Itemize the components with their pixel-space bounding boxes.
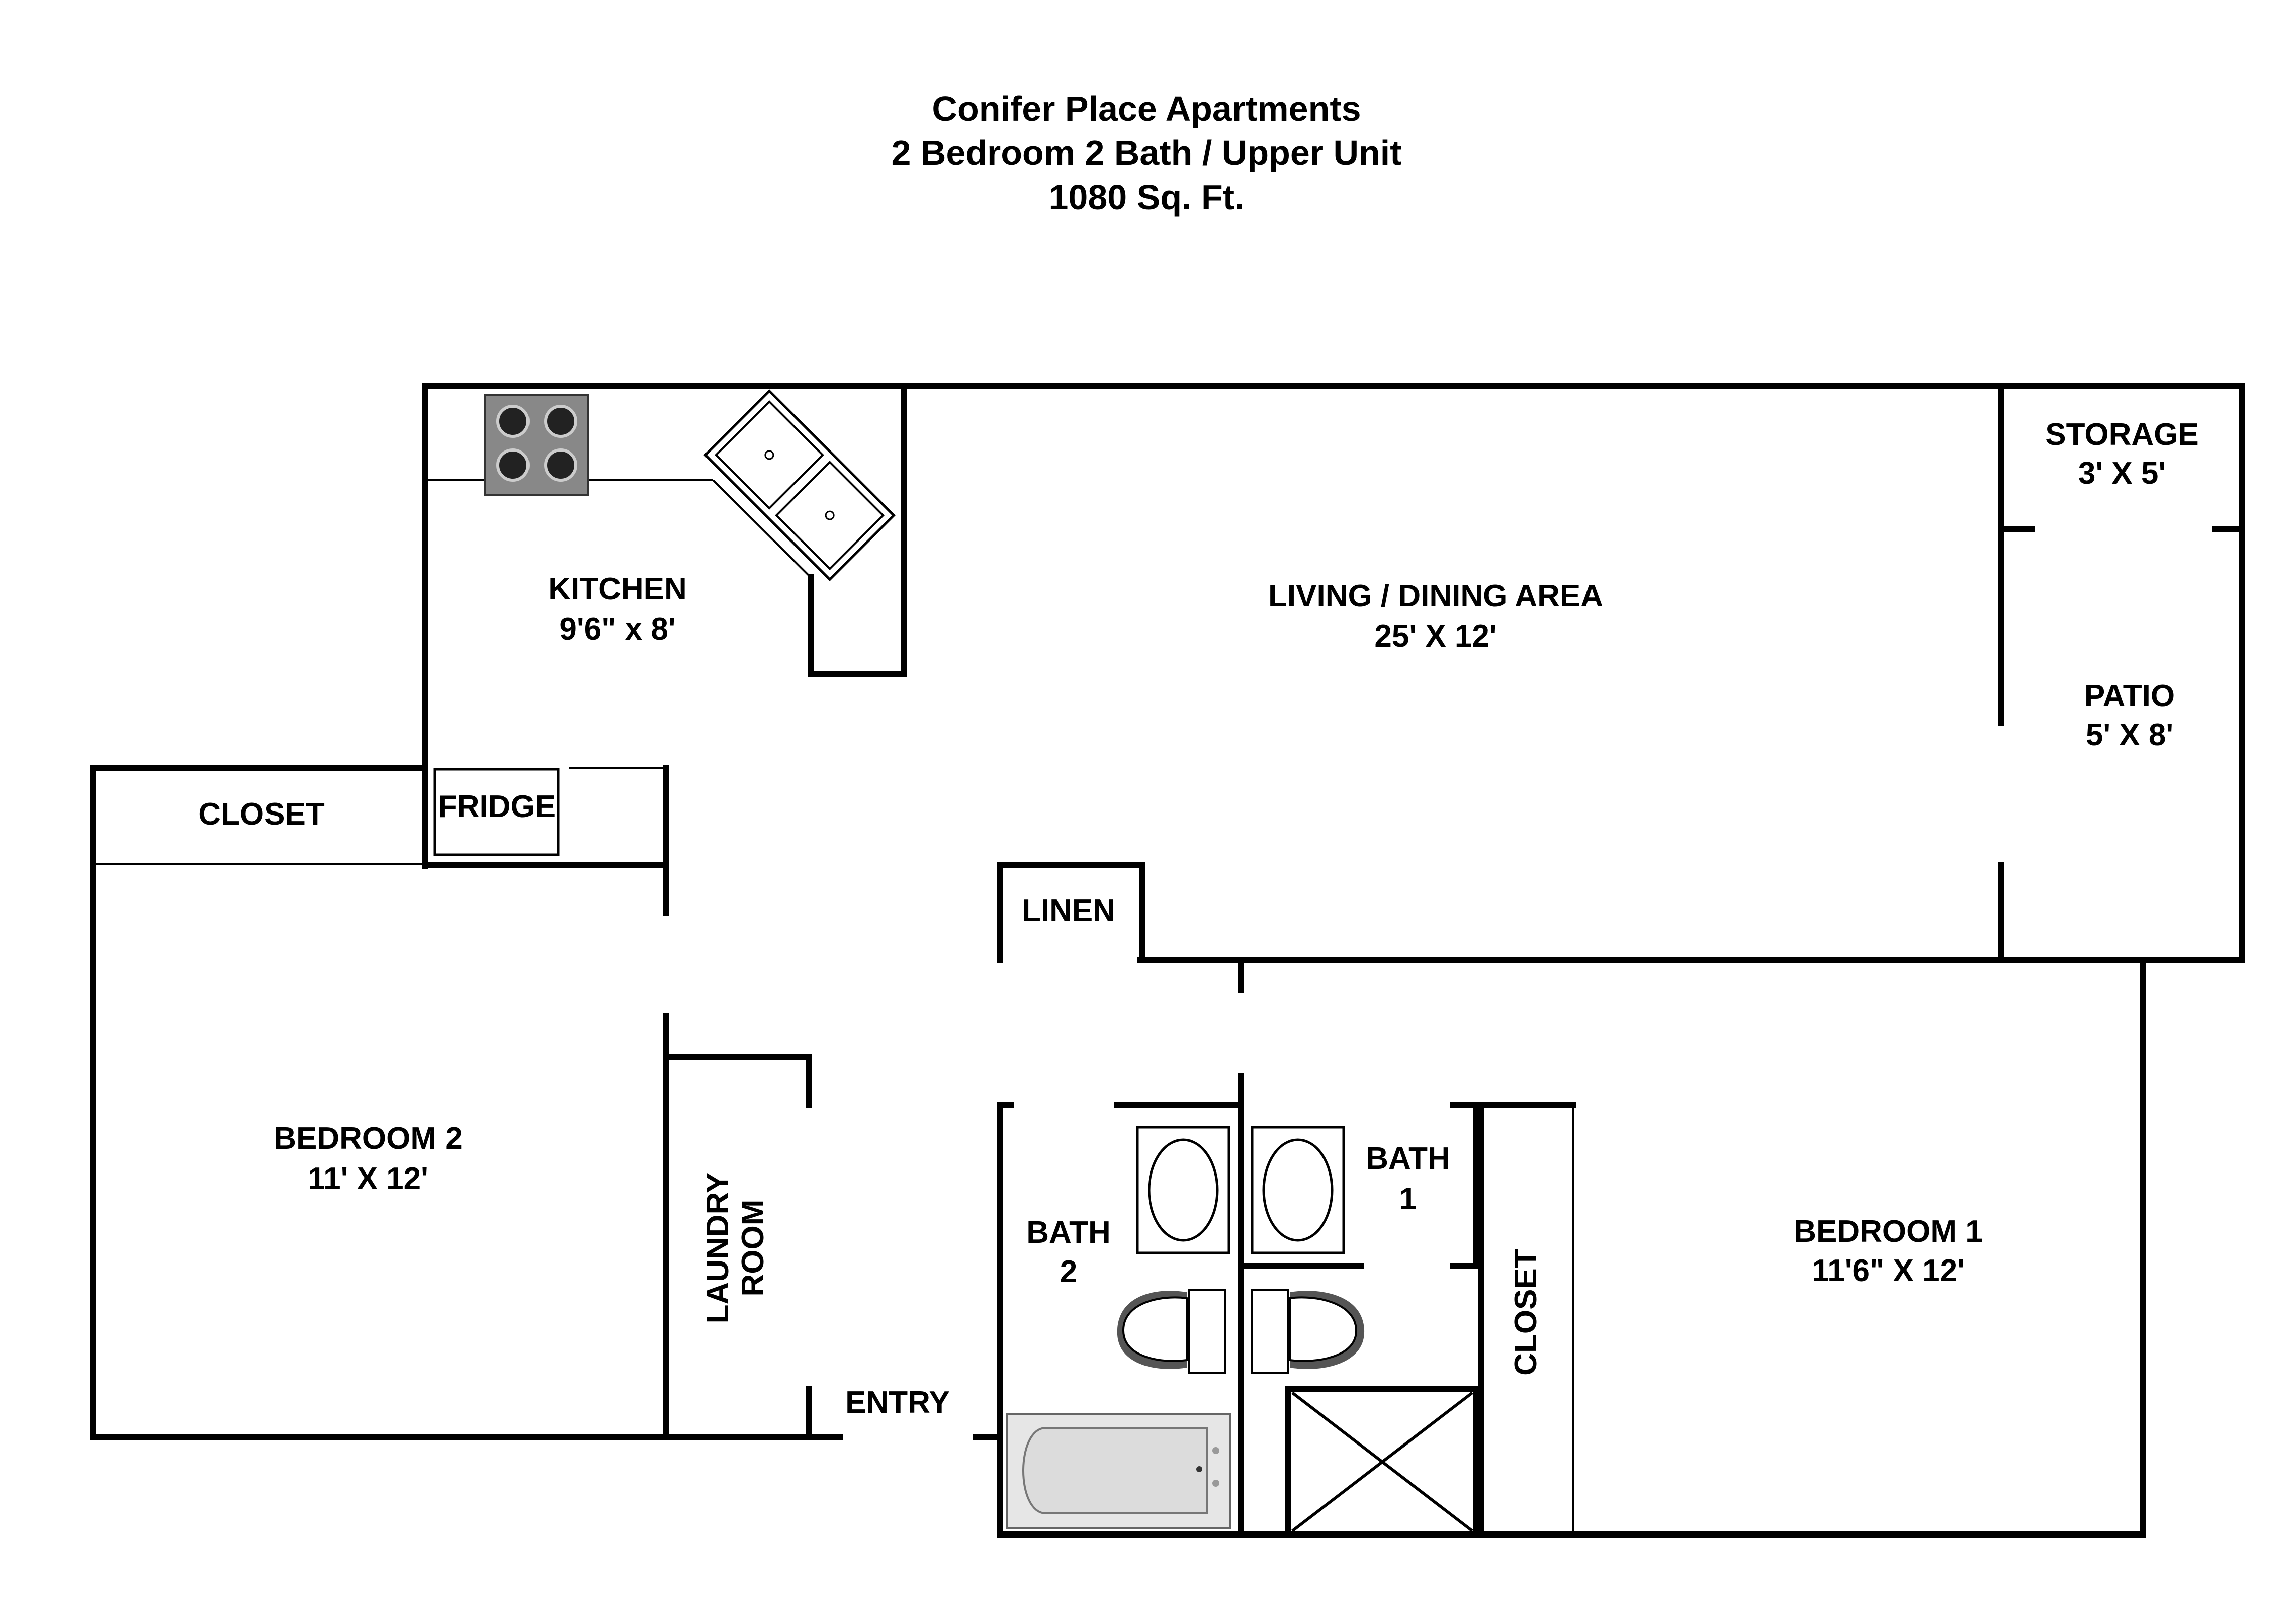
bath2-sink-icon — [1136, 1126, 1230, 1254]
bathtub-icon — [1006, 1413, 1231, 1529]
closet-left-label: CLOSET — [198, 797, 325, 832]
closet-right-label: CLOSET — [1509, 1249, 1543, 1376]
bedroom2-size: 11' X 12' — [308, 1161, 428, 1196]
title-property-name: Conifer Place Apartments — [932, 89, 1361, 128]
storage-size: 3' X 5' — [2078, 456, 2166, 491]
laundry-label-line2: ROOM — [736, 1200, 770, 1297]
bath1-label-line2: 1 — [1399, 1182, 1417, 1216]
kitchen-label: KITCHEN — [548, 572, 687, 606]
bath2-label-line2: 2 — [1060, 1254, 1077, 1289]
bedroom2-label: BEDROOM 2 — [274, 1121, 462, 1156]
title-square-footage: 1080 Sq. Ft. — [1048, 177, 1244, 217]
bath1-toilet-icon — [1251, 1289, 1365, 1374]
living-size: 25' X 12' — [1374, 619, 1496, 654]
title-block: Conifer Place Apartments 2 Bedroom 2 Bat… — [891, 89, 1401, 217]
fridge-label: FRIDGE — [438, 789, 556, 824]
bath2-label-line1: BATH — [1026, 1215, 1111, 1250]
bath1-label-line1: BATH — [1366, 1141, 1450, 1176]
bedroom1-size: 11'6" X 12' — [1812, 1253, 1965, 1288]
patio-label: PATIO — [2084, 679, 2175, 713]
bath2-toilet-icon — [1117, 1289, 1226, 1374]
walls — [90, 383, 2245, 1538]
laundry-label-line1: LAUNDRY — [700, 1172, 735, 1324]
shower-icon — [1291, 1391, 1473, 1532]
storage-label: STORAGE — [2045, 417, 2198, 452]
bedroom1-label: BEDROOM 1 — [1794, 1214, 1982, 1249]
patio-size: 5' X 8' — [2086, 717, 2173, 752]
entry-label: ENTRY — [845, 1385, 950, 1420]
fridge-icon — [433, 768, 560, 856]
title-unit-type: 2 Bedroom 2 Bath / Upper Unit — [891, 133, 1401, 172]
stove-icon — [484, 394, 589, 496]
linen-label: LINEN — [1022, 893, 1115, 928]
living-label: LIVING / DINING AREA — [1268, 579, 1603, 613]
bath1-sink-icon — [1251, 1126, 1345, 1254]
room-labels: KITCHEN 9'6" x 8' LIVING / DINING AREA 2… — [198, 417, 2198, 1420]
kitchen-size: 9'6" x 8' — [559, 612, 675, 647]
kitchen-sink-icon — [703, 389, 896, 581]
